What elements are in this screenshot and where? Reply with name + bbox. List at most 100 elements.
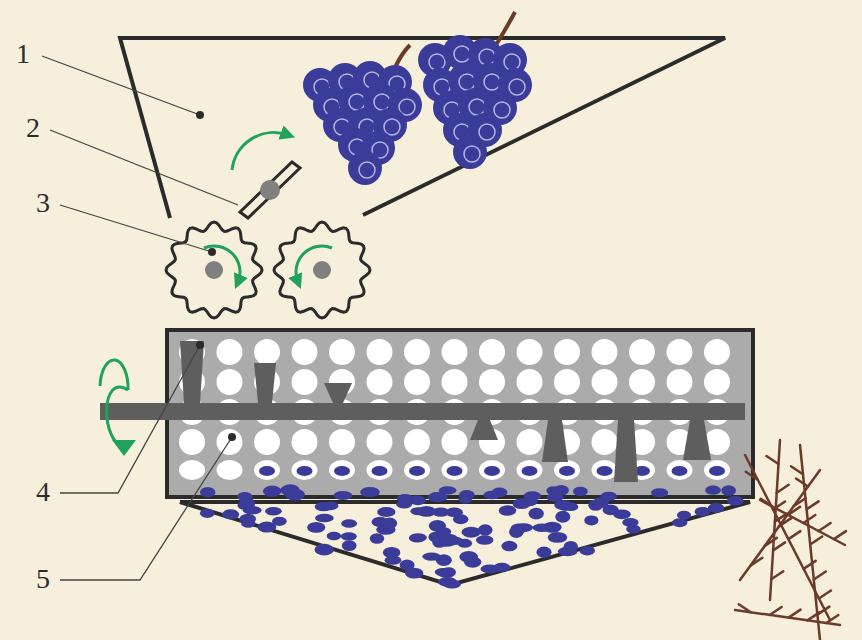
berry (476, 535, 494, 545)
drum-hole (704, 460, 730, 480)
grape-berry-highlight (464, 146, 480, 162)
beater-paddle (324, 383, 352, 403)
berry (548, 532, 567, 543)
berry (705, 486, 721, 495)
berry (315, 544, 334, 556)
berry (603, 504, 619, 515)
drum-hole (592, 429, 618, 455)
berry (441, 567, 456, 577)
berry (695, 507, 711, 517)
berry-in-hole (372, 466, 388, 476)
drum-hole (179, 460, 205, 480)
grape-bunches (303, 12, 532, 185)
callout-number: 1 (14, 40, 32, 68)
berry (334, 491, 353, 500)
grape-berry (348, 151, 382, 185)
stem-branch (803, 515, 815, 523)
stem-branch (817, 607, 829, 615)
berry (445, 537, 463, 545)
berry (554, 485, 569, 495)
rotation-arrow (204, 246, 240, 282)
berry (622, 518, 638, 527)
beater-paddle (254, 363, 276, 403)
rotation-arrow (100, 360, 128, 390)
drum-hole (554, 339, 580, 365)
stem-branch (761, 499, 773, 507)
berry (514, 523, 533, 532)
berry (651, 488, 668, 497)
stem (745, 455, 830, 620)
berry (564, 502, 578, 511)
drum-hole (592, 460, 618, 480)
berry (263, 485, 281, 496)
drum-hole (367, 460, 393, 480)
stem-branch (777, 485, 789, 493)
drum-hole (442, 369, 468, 395)
drum-hole (254, 429, 280, 455)
grape-berry-highlight (469, 99, 485, 115)
berry (417, 506, 436, 517)
drum-hole (217, 369, 243, 395)
berry (341, 519, 357, 528)
berry (458, 494, 472, 504)
stem-branch (789, 610, 801, 618)
berry (200, 509, 215, 518)
grape-berry-highlight (349, 94, 365, 110)
berry-in-hole (672, 466, 688, 476)
drum-hole (367, 429, 393, 455)
drum-hole (292, 369, 318, 395)
drum-hole (479, 339, 505, 365)
berry (573, 487, 588, 496)
berry (522, 496, 538, 506)
beater-paddle (470, 420, 498, 440)
beater-paddle (683, 420, 711, 460)
grape-berry-highlight (494, 102, 510, 118)
berry (677, 511, 691, 520)
drum-hole (404, 460, 430, 480)
grape-berry-highlight (479, 49, 495, 65)
berry (265, 507, 282, 515)
drum-hole (554, 460, 580, 480)
drum-hole (517, 429, 543, 455)
stem-branch (804, 561, 816, 569)
berry (579, 546, 595, 555)
drum-hole (704, 369, 730, 395)
berry (555, 511, 570, 523)
crushed-berries (200, 484, 744, 588)
berry (533, 524, 552, 532)
berry (422, 552, 441, 560)
beater-paddle (542, 420, 568, 462)
berry-in-hole (334, 466, 350, 476)
berry (483, 491, 500, 500)
berry (341, 532, 357, 540)
drum-hole (592, 339, 618, 365)
stem-branch (773, 542, 785, 550)
drum-hole (629, 339, 655, 365)
roller (166, 222, 262, 318)
drum-hole (254, 339, 280, 365)
drum-hole (554, 369, 580, 395)
stem-branch (771, 571, 783, 579)
stem-branch (807, 501, 819, 509)
drum-hole (704, 339, 730, 365)
stem-branch (834, 531, 846, 539)
leader-lines (42, 56, 238, 580)
drum-hole (329, 339, 355, 365)
drum-hole (217, 460, 243, 480)
drum-hole (517, 339, 543, 365)
berry (462, 527, 481, 538)
berry (200, 487, 215, 497)
berry-in-hole (447, 466, 463, 476)
callout-number: 4 (34, 478, 52, 506)
drum-hole (329, 429, 355, 455)
berry (564, 541, 578, 552)
stem-branch (788, 531, 800, 539)
drum-hole (254, 460, 280, 480)
berry (588, 500, 603, 511)
berry (429, 520, 446, 532)
callout-number: 3 (34, 189, 52, 217)
berry (453, 514, 468, 524)
roller-axle (205, 261, 223, 279)
drum-hole (404, 429, 430, 455)
